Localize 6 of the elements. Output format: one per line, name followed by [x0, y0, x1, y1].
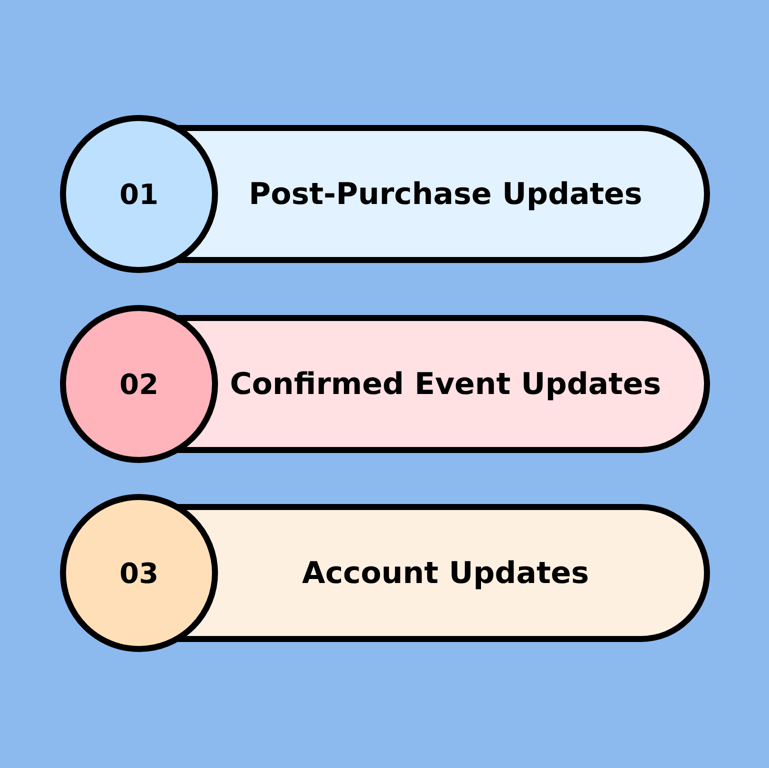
step-number: 02 [120, 368, 158, 400]
step-number: 03 [120, 556, 158, 590]
step-label: Confirmed Event Updates [230, 366, 662, 402]
step-label: Account Updates [302, 556, 589, 590]
step-label: Post-Purchase Updates [248, 176, 642, 212]
step-number: 01 [120, 178, 158, 210]
